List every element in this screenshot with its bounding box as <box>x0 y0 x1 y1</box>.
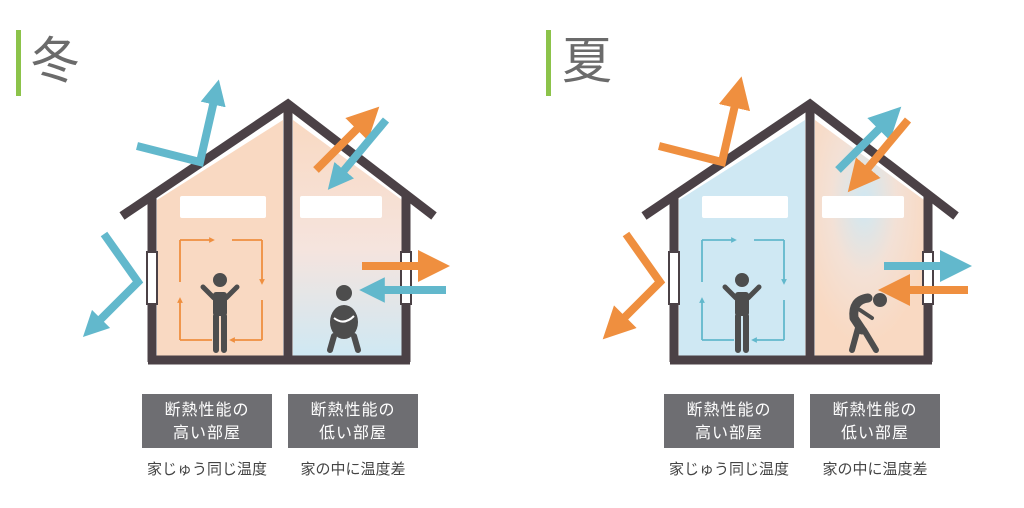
window <box>668 251 680 305</box>
winter-panel: 冬 <box>16 30 450 478</box>
warm-room-fill <box>157 120 283 356</box>
window <box>400 251 412 305</box>
caption-low-insulation: 断熱性能の 低い部屋 <box>288 394 418 448</box>
mixed-room-fill <box>815 120 924 356</box>
note-same-temperature: 家じゅう同じ温度 <box>146 460 267 478</box>
person-arms-up-icon <box>200 273 240 353</box>
air-conditioner-icon <box>702 196 788 218</box>
note-temperature-difference: 家の中に温度差 <box>822 460 928 478</box>
caption-line: 高い部屋 <box>172 423 241 442</box>
person-arms-up-icon <box>722 273 762 353</box>
season-accent-bar <box>546 30 551 96</box>
season-accent-bar <box>16 30 21 96</box>
circulation-arrows <box>177 237 265 343</box>
air-conditioner-icon <box>822 196 904 218</box>
caption-high-insulation: 断熱性能の 高い部屋 <box>142 394 272 448</box>
heat-flow-arrows <box>602 76 972 340</box>
cool-room-fill <box>679 120 805 356</box>
caption-line: 断熱性能の <box>832 400 918 419</box>
caption-line: 低い部屋 <box>840 423 909 442</box>
caption-line: 高い部屋 <box>694 423 763 442</box>
window <box>922 251 934 305</box>
air-conditioner-icon <box>300 196 382 218</box>
circulation-arrows <box>699 237 787 343</box>
heat-flow-arrows <box>82 79 450 338</box>
caption-high-insulation: 断熱性能の 高い部屋 <box>664 394 794 448</box>
summer-house-diagram <box>602 76 972 365</box>
window <box>146 251 158 305</box>
air-conditioner-icon <box>180 196 266 218</box>
summer-panel: 夏 <box>512 0 1024 508</box>
roof-outline <box>119 98 437 220</box>
caption-line: 断熱性能の <box>164 400 250 419</box>
season-title: 夏 <box>562 32 612 90</box>
note-temperature-difference: 家の中に温度差 <box>300 460 406 478</box>
roof-outline <box>641 98 959 220</box>
note-same-temperature: 家じゅう同じ温度 <box>668 460 789 478</box>
caption-line: 低い部屋 <box>318 423 387 442</box>
caption-line: 断熱性能の <box>310 400 396 419</box>
season-title: 冬 <box>30 32 80 90</box>
caption-line: 断熱性能の <box>686 400 772 419</box>
caption-low-insulation: 断熱性能の 低い部屋 <box>810 394 940 448</box>
person-cold-icon <box>327 285 361 353</box>
winter-house-diagram <box>82 79 450 365</box>
